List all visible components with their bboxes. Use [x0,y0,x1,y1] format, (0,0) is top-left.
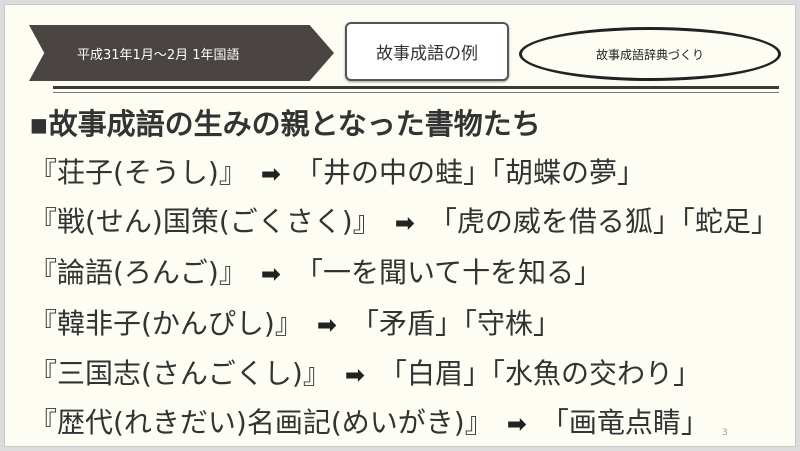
divider-thin [53,92,779,93]
list-item: 『歴代(れきだい)名画記(めいがき)』 ➡ 「画竜点睛」 [29,401,709,441]
arrow-right-icon: ➡ [260,160,281,188]
unit-label: 故事成語辞典づくり [595,47,704,62]
source-book: 『歴代(れきだい)名画記(めいがき)』 [29,406,493,439]
page-number: 3 [722,428,728,438]
list-item: 『三国志(さんごくし)』 ➡ 「白眉」「水魚の交わり」 [29,352,701,392]
source-book: 『荘子(そうし)』 [29,156,247,189]
arrow-right-icon: ➡ [260,260,281,288]
list-item: 『論語(ろんご)』 ➡ 「一を聞いて十を知る」 [29,251,602,291]
list-item: 『韓非子(かんぴし)』 ➡ 「矛盾」「守株」 [29,302,561,342]
list-item: 『荘子(そうし)』 ➡ 「井の中の蛙」「胡蝶の夢」 [29,151,645,191]
idioms: 「虎の威を借る狐」「蛇足」 [428,205,779,238]
slide-heading: ▪故事成語の生みの親となった書物たち [29,107,541,141]
topic-box: 故事成語の例 [345,22,509,81]
idioms: 「白眉」「水魚の交わり」 [378,357,701,390]
source-book: 『論語(ろんご)』 [29,256,247,289]
idioms: 「画竜点睛」 [540,406,709,439]
date-grade-chevron: 平成31年1月〜2月 1年国語 [29,25,334,81]
source-book: 『戦(せん)国策(ごくさく)』 [29,205,381,238]
idioms: 「矛盾」「守株」 [350,307,561,340]
chevron-label: 平成31年1月〜2月 1年国語 [77,47,240,63]
arrow-right-icon: ➡ [316,311,337,339]
slide: 平成31年1月〜2月 1年国語 故事成語の例 故事成語辞典づくり ▪故事成語の生… [4,4,796,447]
arrow-right-icon: ➡ [344,361,365,389]
list-item: 『戦(せん)国策(ごくさく)』 ➡ 「虎の威を借る狐」「蛇足」 [29,200,779,240]
arrow-right-icon: ➡ [394,209,415,237]
arrow-right-icon: ➡ [506,410,527,438]
source-book: 『韓非子(かんぴし)』 [29,307,303,340]
idioms: 「一を聞いて十を知る」 [294,256,603,289]
source-book: 『三国志(さんごくし)』 [29,357,331,390]
topic-label: 故事成語の例 [376,44,478,64]
idioms: 「井の中の蛙」「胡蝶の夢」 [294,156,645,189]
divider-thick [53,86,779,89]
unit-oval: 故事成語辞典づくり [519,27,781,81]
